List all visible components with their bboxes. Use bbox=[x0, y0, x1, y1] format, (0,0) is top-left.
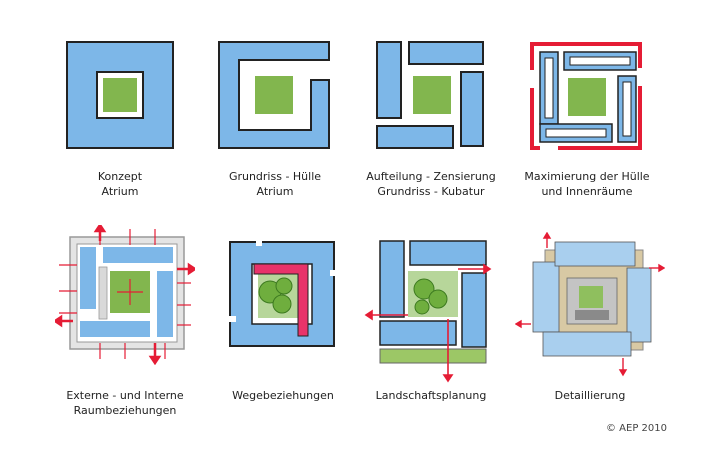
block-top bbox=[103, 247, 173, 263]
tree bbox=[414, 299, 430, 315]
atrium-green bbox=[568, 78, 606, 116]
wing-top bbox=[554, 241, 636, 267]
diagram-grundriss-huelle bbox=[218, 41, 330, 149]
diagram-konzept bbox=[66, 41, 174, 149]
block-top bbox=[408, 41, 484, 65]
gap-right bbox=[330, 270, 338, 276]
diagram-detaillierung bbox=[515, 232, 665, 377]
block-right bbox=[461, 272, 487, 348]
block-bottom bbox=[379, 320, 457, 346]
main-arrows bbox=[55, 225, 195, 365]
caption-wegebeziehungen: Wegebeziehungen bbox=[232, 389, 334, 402]
caption-detaillierung: Detaillierung bbox=[554, 389, 626, 402]
atrium-green bbox=[413, 76, 451, 114]
garden-strip bbox=[379, 348, 487, 364]
atrium-green bbox=[103, 78, 137, 112]
diagram-landschaftsplanung bbox=[364, 240, 492, 383]
diagram-raumbeziehungen bbox=[55, 225, 195, 365]
block-right-inner bbox=[622, 81, 632, 137]
block-right bbox=[157, 271, 173, 337]
tree bbox=[428, 289, 448, 309]
block-top bbox=[409, 240, 487, 266]
tree bbox=[275, 277, 293, 295]
block-top-inner bbox=[569, 56, 631, 66]
diagram-aufteilung bbox=[376, 41, 484, 149]
red-boundary bbox=[530, 42, 642, 150]
inner-dark bbox=[575, 310, 609, 320]
tree bbox=[272, 294, 292, 314]
block-left bbox=[376, 41, 402, 119]
diagram-maximierung bbox=[530, 42, 642, 150]
wing-left bbox=[532, 261, 560, 333]
diagram-wegebeziehungen bbox=[228, 240, 338, 347]
path-red bbox=[253, 263, 309, 337]
block-bottom-inner bbox=[545, 128, 607, 138]
wing-bottom bbox=[542, 331, 632, 357]
block-left bbox=[379, 240, 405, 318]
gap-left bbox=[228, 316, 236, 322]
block-left-inner bbox=[98, 266, 108, 320]
gap-top bbox=[256, 240, 262, 246]
copyright-notice: © AEP 2010 bbox=[606, 423, 667, 434]
tree bbox=[413, 278, 435, 300]
block-bottom bbox=[376, 125, 454, 149]
caption-landschaftsplanung: Landschaftsplanung bbox=[375, 389, 487, 402]
block-left-inner bbox=[544, 57, 554, 119]
building-hull bbox=[218, 41, 330, 149]
landscape-arrows bbox=[364, 263, 492, 383]
detail-arrows bbox=[515, 232, 665, 377]
block-bottom bbox=[80, 321, 150, 337]
wing-right bbox=[626, 267, 652, 343]
block-left bbox=[80, 247, 96, 309]
block-right bbox=[460, 71, 484, 147]
atrium-green bbox=[255, 76, 293, 114]
inner-green bbox=[579, 286, 603, 308]
